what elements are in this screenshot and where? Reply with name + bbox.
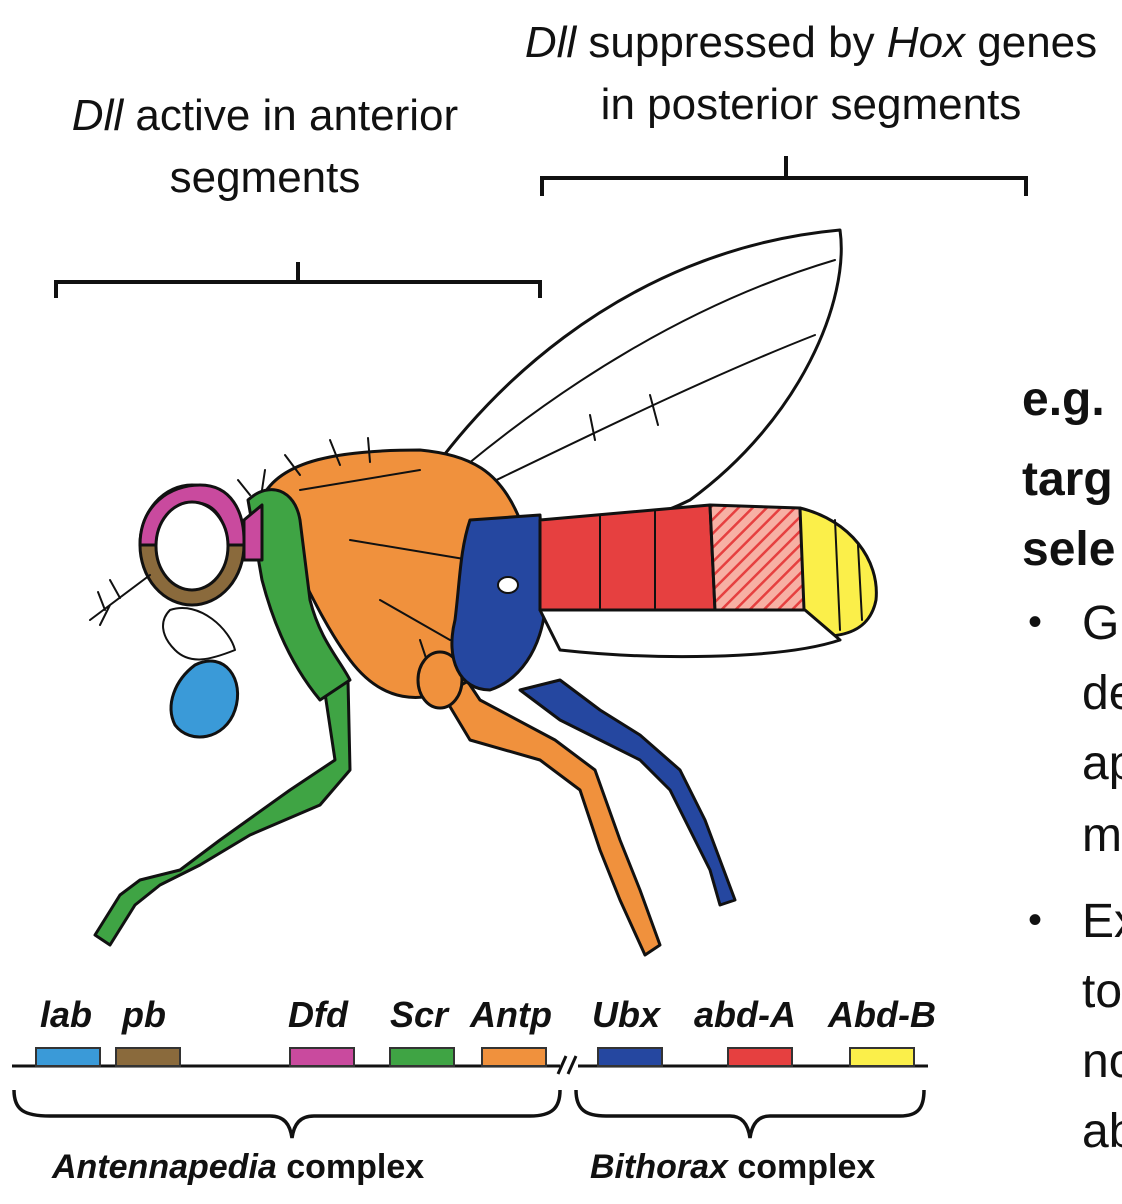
bithorax-rest: complex <box>727 1148 876 1186</box>
bullet2-line1: Ex <box>1082 895 1122 948</box>
bullet2-line4: ab <box>1082 1105 1122 1158</box>
antennapedia-rest: complex <box>276 1148 425 1186</box>
label-left-line1: active in anterior <box>123 91 459 140</box>
gene-box-lab <box>35 1047 101 1067</box>
leg-mid <box>438 668 662 957</box>
label-right-italic2: Hox <box>886 18 966 67</box>
head-dfd-ring <box>138 483 246 547</box>
gene-label-scr: Scr <box>390 994 449 1035</box>
haltere <box>497 576 519 594</box>
thorax-lines <box>299 469 471 701</box>
gene-label-pb: pb <box>122 994 166 1035</box>
bullet1-line3: ap <box>1082 737 1122 790</box>
chromosome-break <box>556 1055 578 1075</box>
bracket-anterior <box>54 262 542 298</box>
gene-label-abda: abd-A <box>694 994 796 1035</box>
gene-box-pb <box>115 1047 181 1067</box>
gene-box-dfd <box>289 1047 355 1067</box>
side-heading-line1: e.g. <box>1022 373 1105 426</box>
antennapedia-italic: Antennapedia <box>52 1148 277 1186</box>
abdomen-abdb-lines <box>834 519 863 631</box>
label-bithorax-complex: Bithorax complex <box>590 1148 875 1187</box>
gene-label-abdb: Abd-B <box>828 994 936 1035</box>
segment-scr <box>246 488 352 702</box>
segment-ubx <box>450 513 547 692</box>
wing-vein-2 <box>429 334 816 513</box>
label-dll-suppressed: Dll suppressed by Hox genes in posterior… <box>500 12 1122 136</box>
label-right-mid: suppressed by <box>576 18 887 67</box>
bullet-2: • <box>1028 898 1043 942</box>
gene-label-ubx: Ubx <box>592 994 661 1035</box>
bullet1-line2: de <box>1082 667 1122 720</box>
side-heading-line2: targ <box>1022 453 1113 506</box>
gene-box-ubx <box>597 1047 663 1067</box>
label-left-italic: Dll <box>71 91 124 140</box>
label-left-line2: segments <box>169 153 361 202</box>
wing <box>398 228 843 537</box>
bithorax-italic: Bithorax <box>590 1148 728 1186</box>
label-antennapedia-complex: Antennapedia complex <box>52 1148 424 1187</box>
leg-hind <box>518 678 737 907</box>
head-stalk <box>242 503 264 562</box>
label-right-end: genes <box>965 18 1098 67</box>
bullet1-line1: G <box>1082 597 1120 650</box>
coxa-mid <box>416 650 464 710</box>
gene-label-lab: lab <box>40 994 93 1035</box>
abdomen-abda-lines <box>599 509 656 609</box>
label-dll-active: Dll active in anterior segments <box>30 85 500 209</box>
gene-box-scr <box>389 1047 455 1067</box>
thorax-antp <box>260 448 530 699</box>
abdomen-abda <box>538 503 717 612</box>
gene-label-dfd: Dfd <box>288 994 348 1035</box>
gene-label-antp: Antp <box>470 994 552 1035</box>
leg-front <box>93 658 352 947</box>
label-right-line2: in posterior segments <box>600 80 1022 129</box>
side-heading-line3: sele <box>1022 523 1116 576</box>
gene-box-abdb <box>849 1047 915 1067</box>
antenna-arista <box>89 574 151 626</box>
label-right-italic1: Dll <box>524 18 577 67</box>
abdomen-a6-hatched <box>708 503 807 612</box>
mouthparts-outline <box>162 607 236 661</box>
brace-antennapedia <box>12 1089 562 1139</box>
abdomen-abdb <box>798 506 878 638</box>
head-pb-ring <box>138 483 246 607</box>
bullet-1: • <box>1028 600 1043 644</box>
wing-vein-1 <box>419 259 836 506</box>
eye <box>154 500 230 592</box>
wing-vein-3 <box>589 394 659 441</box>
bullet2-line3: no <box>1082 1035 1122 1088</box>
brace-bithorax <box>574 1089 926 1139</box>
gene-box-antp <box>481 1047 547 1067</box>
bristles <box>237 437 371 496</box>
labellum-lab <box>169 659 240 739</box>
abdomen-underside <box>538 608 842 659</box>
bullet2-line2: to <box>1082 965 1122 1018</box>
gene-box-abda <box>727 1047 793 1067</box>
bullet1-line4: m <box>1082 809 1122 862</box>
bracket-posterior <box>540 156 1028 196</box>
